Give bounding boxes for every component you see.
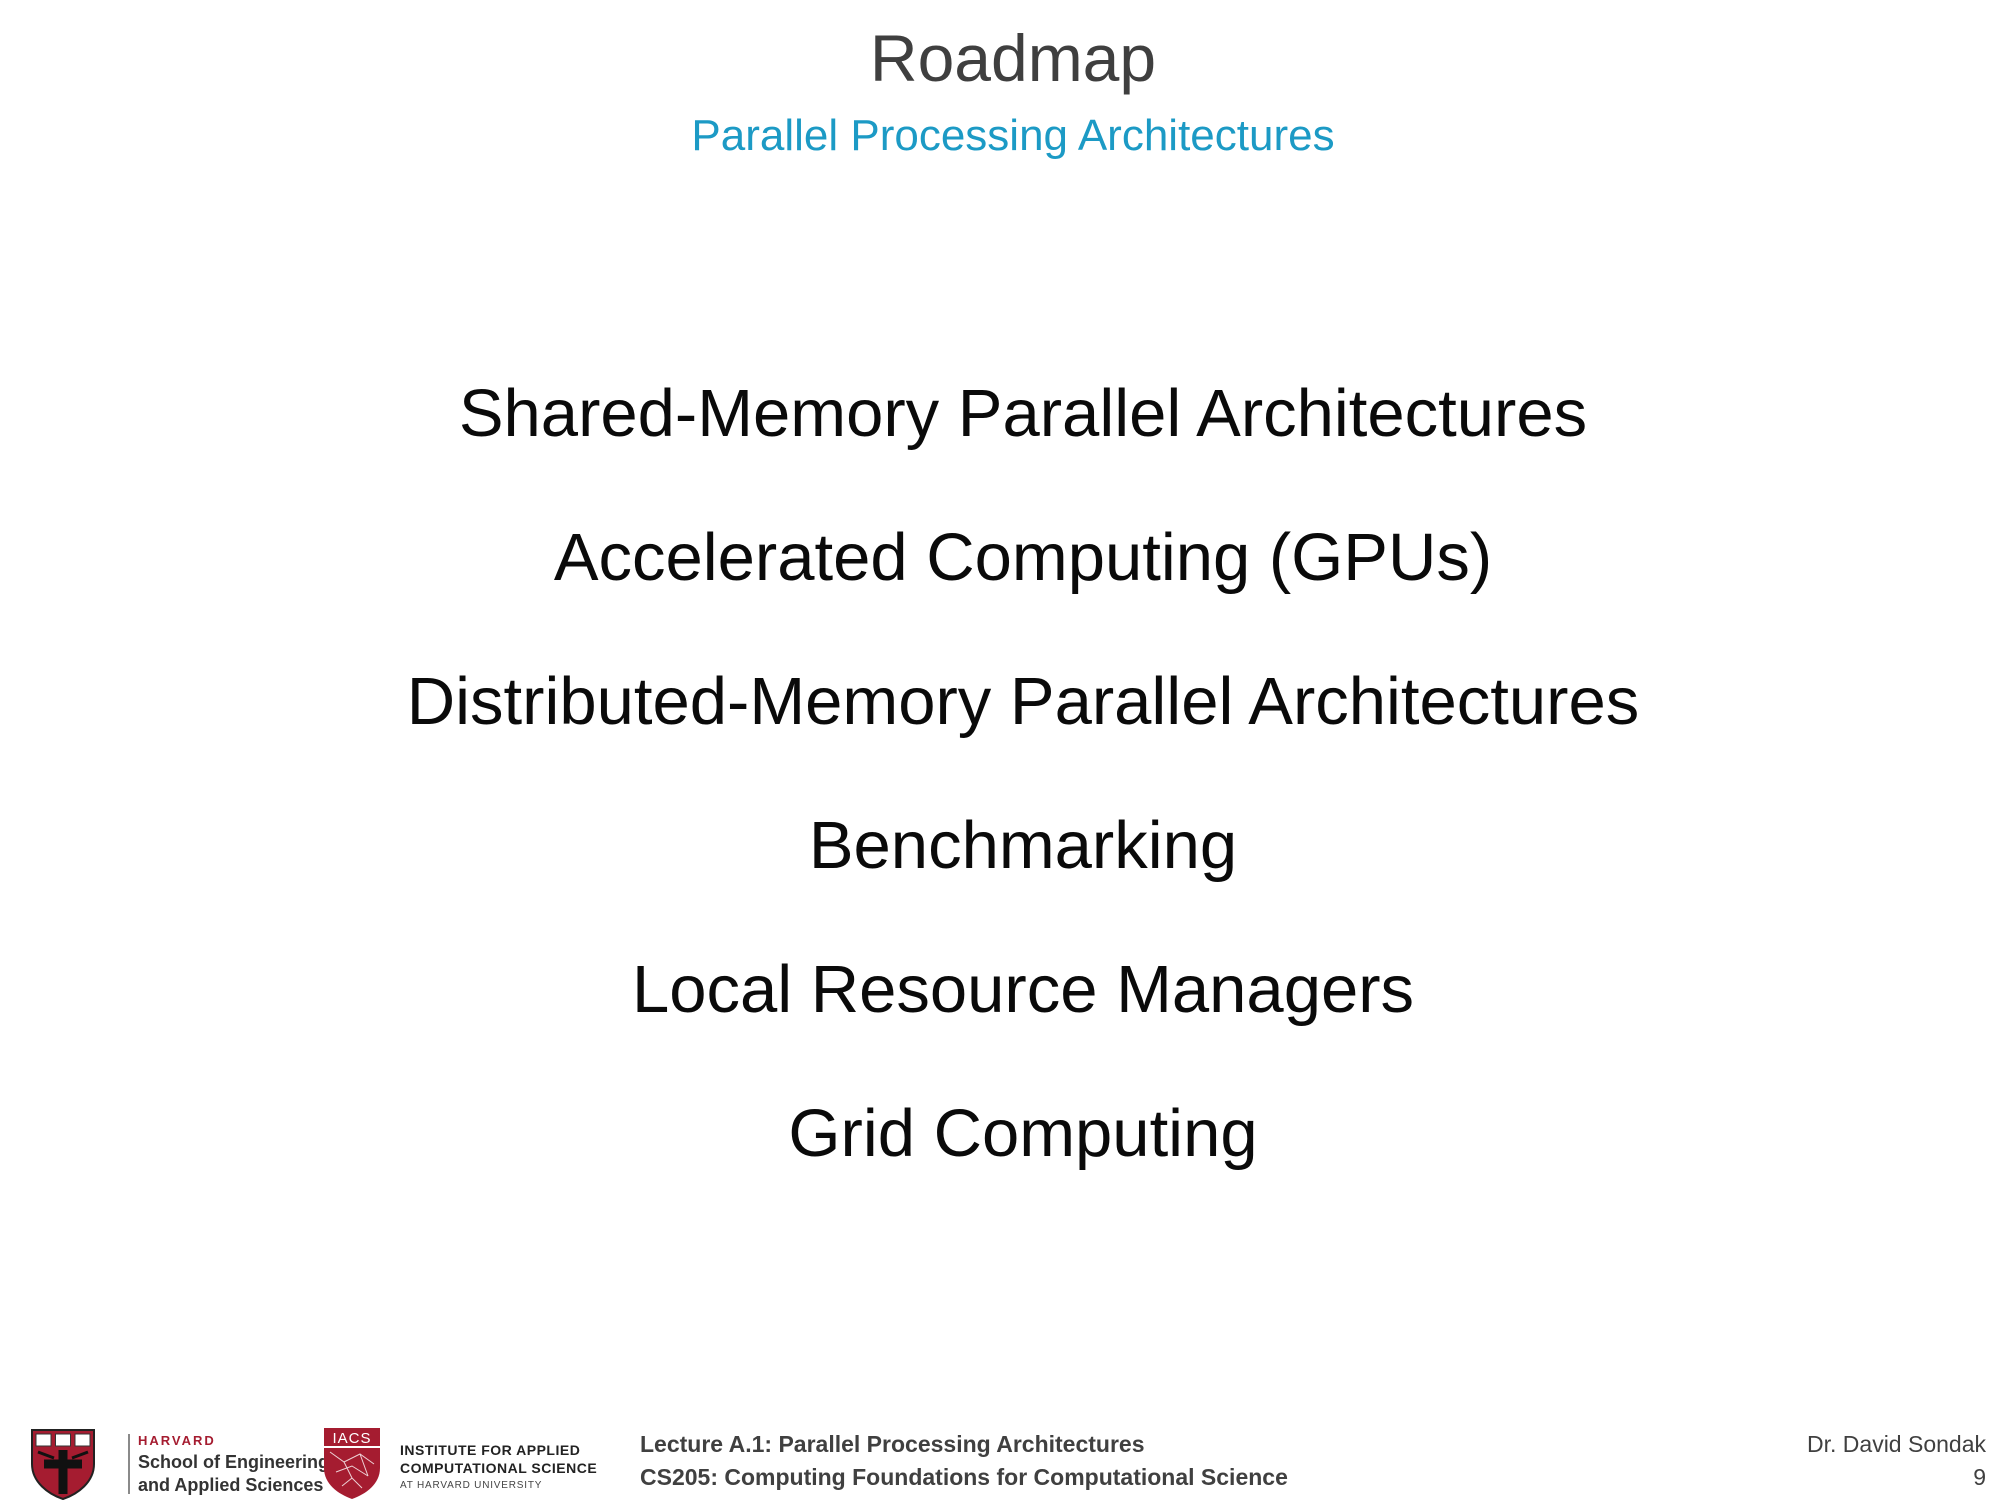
roadmap-item: Local Resource Managers <box>631 952 1415 1027</box>
svg-text:IACS: IACS <box>332 1430 371 1447</box>
seas-harvard-wordmark: HARVARD <box>138 1433 216 1448</box>
slide-subtitle: Parallel Processing Architectures <box>691 111 1335 160</box>
iacs-logo-line2: COMPUTATIONAL SCIENCE <box>400 1460 598 1476</box>
iacs-shield-icon: IACS <box>324 1428 380 1499</box>
lecture-info: Lecture A.1: Parallel Processing Archite… <box>640 1428 1288 1494</box>
roadmap-list: Shared-Memory Parallel Architectures Acc… <box>0 364 2000 1228</box>
logo-divider <box>128 1434 130 1494</box>
roadmap-item: Shared-Memory Parallel Architectures <box>458 376 1588 451</box>
iacs-logo: IACS INSTITUTE FOR APPLIED COMPUTATIONAL… <box>322 1428 612 1500</box>
seas-logo-line1: School of Engineering <box>138 1452 330 1472</box>
iacs-logo-line1: INSTITUTE FOR APPLIED <box>400 1442 581 1458</box>
harvard-shield-icon <box>31 1429 95 1500</box>
author-info: Dr. David Sondak 9 <box>1807 1428 1986 1494</box>
lecture-title: Lecture A.1: Parallel Processing Archite… <box>640 1431 1145 1457</box>
slide-footer: HARVARD School of Engineering and Applie… <box>0 1420 2000 1500</box>
roadmap-item: Accelerated Computing (GPUs) <box>553 520 1493 595</box>
page-number: 9 <box>1973 1464 1986 1490</box>
iacs-logo-line3: AT HARVARD UNIVERSITY <box>400 1480 543 1491</box>
roadmap-item: Grid Computing <box>788 1096 1258 1171</box>
roadmap-item: Benchmarking <box>808 808 1238 883</box>
author-name: Dr. David Sondak <box>1807 1431 1986 1457</box>
seas-logo: HARVARD School of Engineering and Applie… <box>30 1428 329 1500</box>
roadmap-item: Distributed-Memory Parallel Architecture… <box>406 664 1640 739</box>
course-title: CS205: Computing Foundations for Computa… <box>640 1464 1288 1490</box>
seas-logo-line2: and Applied Sciences <box>138 1475 324 1495</box>
slide-title: Roadmap <box>869 21 1157 95</box>
